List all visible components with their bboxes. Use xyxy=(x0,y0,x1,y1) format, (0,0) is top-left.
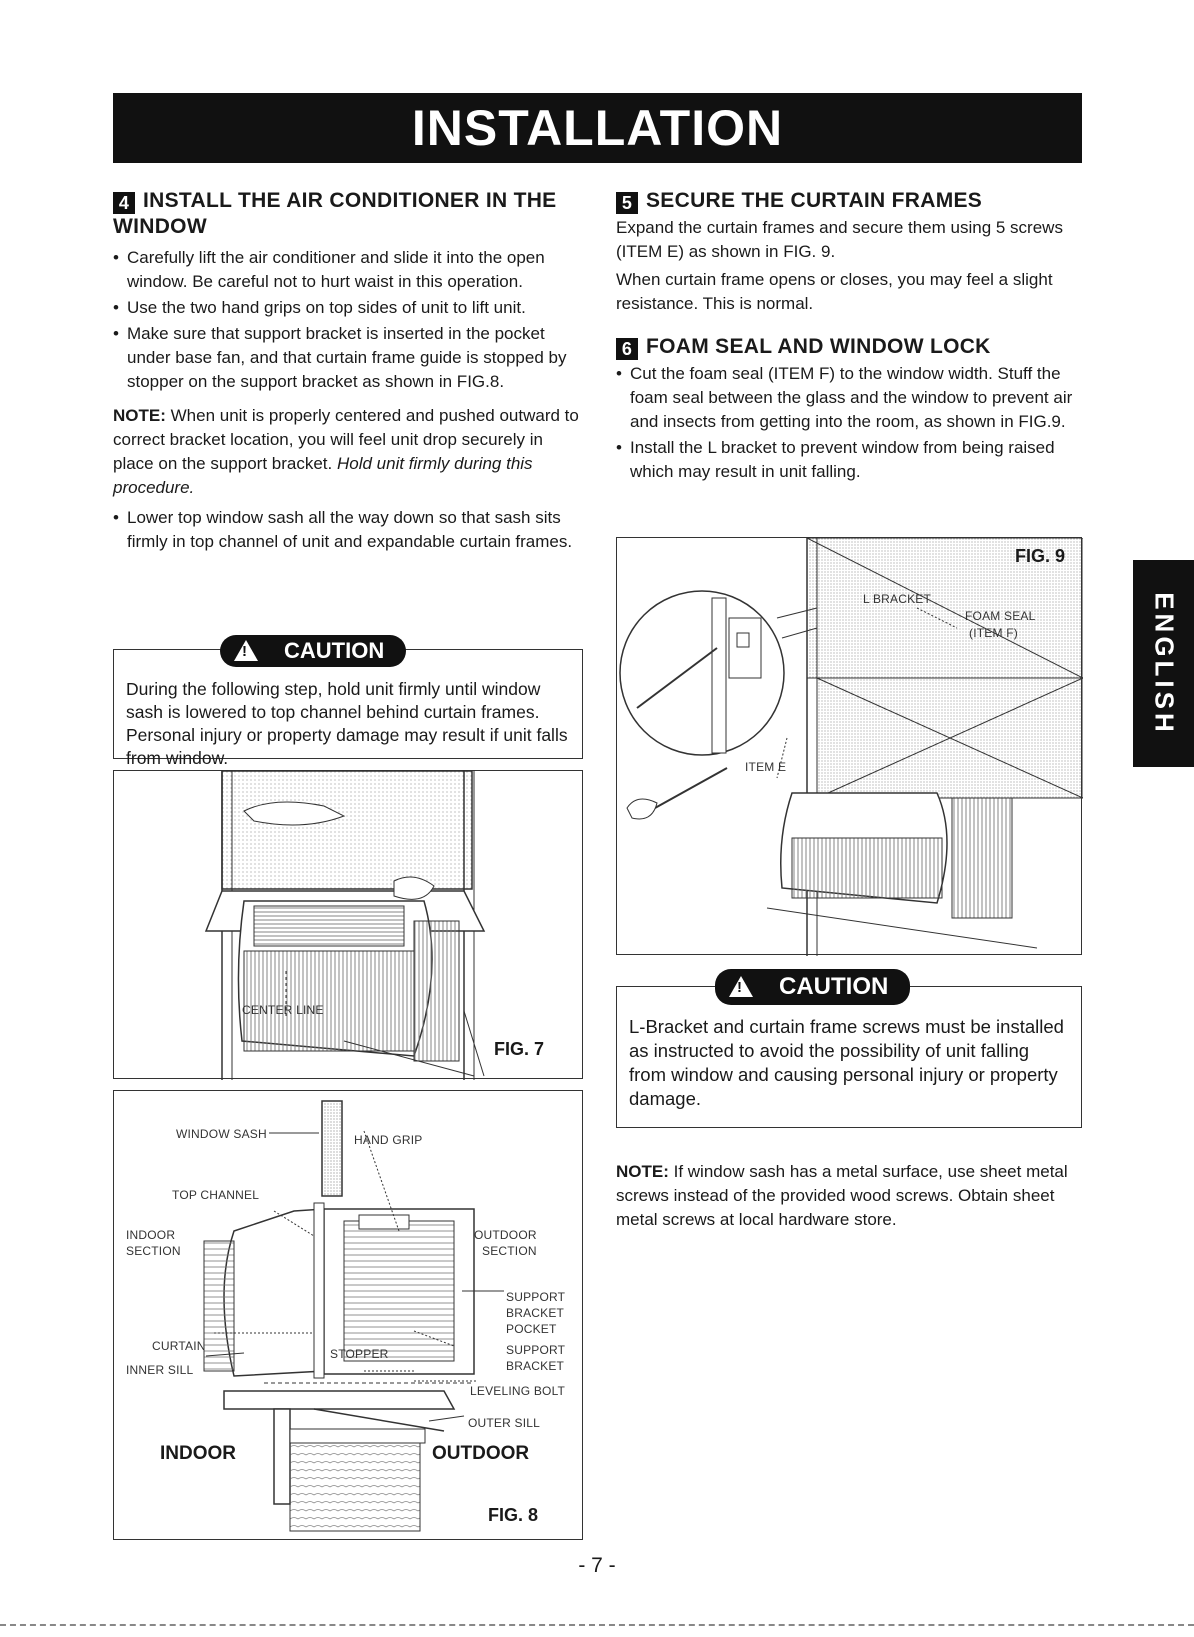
language-tab-label: ENGLISH xyxy=(1149,591,1179,736)
figure-9-illustration xyxy=(619,538,1083,956)
figure-9: FIG. 9 L BRACKET FOAM SEAL (ITEM F) ITEM… xyxy=(616,537,1083,956)
warning-icon xyxy=(234,640,258,661)
section-4-bullet-4: Lower top window sash all the way down s… xyxy=(113,506,583,554)
section-4-bullets: Carefully lift the air conditioner and s… xyxy=(113,246,583,394)
figure-7: CENTER LINE FIG. 7 xyxy=(113,770,583,1080)
right-column: 5 SECURE THE CURTAIN FRAMES Expand the cu… xyxy=(616,188,1088,486)
figure-7-illustration xyxy=(204,771,486,1080)
caution-box-2: CAUTION L-Bracket and curtain frame scre… xyxy=(616,969,1082,1128)
caution-label-2: CAUTION xyxy=(779,973,889,1000)
note-2-text: If window sash has a metal surface, use … xyxy=(616,1162,1068,1229)
curtain-label: CURTAIN xyxy=(152,1339,206,1353)
caution-box-1: CAUTION During the following step, hold … xyxy=(113,635,583,768)
note-2: NOTE: If window sash has a metal surface… xyxy=(616,1160,1076,1232)
page-number: - 7 - xyxy=(578,1554,616,1577)
caution-pill-2: CAUTION xyxy=(715,969,911,1005)
inner-sill-label: INNER SILL xyxy=(126,1363,194,1377)
section-4-bullet-1: Carefully lift the air conditioner and s… xyxy=(113,246,583,294)
section-4-title: INSTALL THE AIR CONDITIONER IN THE WINDO… xyxy=(113,189,557,238)
outer-sill-label: OUTER SILL xyxy=(468,1416,541,1430)
section-5-heading: 5 SECURE THE CURTAIN FRAMES xyxy=(616,188,1088,214)
section-4-bullets-2: Lower top window sash all the way down s… xyxy=(113,506,583,554)
section-6-bullet-1: Cut the foam seal (ITEM F) to the window… xyxy=(616,362,1088,434)
outdoor-label: OUTDOOR xyxy=(432,1443,530,1464)
figure-8-illustration xyxy=(203,1100,504,1532)
support-bracket-label-2: BRACKET xyxy=(506,1359,565,1373)
section-6-bullet-2: Install the L bracket to prevent window … xyxy=(616,436,1088,484)
section-4-bullet-2: Use the two hand grips on top sides of u… xyxy=(113,296,583,320)
leveling-bolt-label: LEVELING BOLT xyxy=(470,1384,566,1398)
section-4-number: 4 xyxy=(113,192,135,214)
caution-label-1: CAUTION xyxy=(284,638,385,663)
section-5-title: SECURE THE CURTAIN FRAMES xyxy=(646,189,983,212)
indoor-section-label-1: INDOOR xyxy=(126,1228,176,1242)
fig-9-label: FIG. 9 xyxy=(1015,546,1066,566)
outdoor-section-label-2: SECTION xyxy=(482,1244,537,1258)
caution-pill-1: CAUTION xyxy=(220,635,407,667)
section-6-number: 6 xyxy=(616,338,638,360)
section-4-bullet-3: Make sure that support bracket is insert… xyxy=(113,322,583,394)
fig-7-label: FIG. 7 xyxy=(494,1039,545,1059)
support-bracket-label-1: SUPPORT xyxy=(506,1343,566,1357)
note-2-label: NOTE: xyxy=(616,1162,669,1181)
fig-8-label: FIG. 8 xyxy=(488,1505,539,1525)
window-sash-label: WINDOW SASH xyxy=(176,1127,267,1141)
figure-8: WINDOW SASH HAND GRIP TOP CHANNEL INDOOR… xyxy=(113,1090,583,1540)
note-text: When unit is properly centered and pushe… xyxy=(113,406,579,473)
item-f-label: (ITEM F) xyxy=(969,626,1018,640)
note-italic: Hold unit firmly during this procedure. xyxy=(113,454,533,497)
hand-grip-label: HAND GRIP xyxy=(354,1133,423,1147)
stopper-label: STOPPER xyxy=(330,1347,389,1361)
caution-text-2: L-Bracket and curtain frame screws must … xyxy=(629,1016,1064,1109)
top-channel-label: TOP CHANNEL xyxy=(172,1188,260,1202)
section-6-bullets: Cut the foam seal (ITEM F) to the window… xyxy=(616,362,1088,484)
language-tab: ENGLISH xyxy=(1133,560,1194,767)
section-6-heading: 6 FOAM SEAL AND WINDOW LOCK xyxy=(616,334,1088,360)
section-5-paragraph-1: Expand the curtain frames and secure the… xyxy=(616,218,1063,261)
foam-seal-label: FOAM SEAL xyxy=(965,609,1036,623)
center-line-label: CENTER LINE xyxy=(242,1003,324,1017)
indoor-section-label-2: SECTION xyxy=(126,1244,181,1258)
bottom-rule xyxy=(0,1624,1194,1626)
outdoor-section-label-1: OUTDOOR xyxy=(474,1228,537,1242)
l-bracket-label: L BRACKET xyxy=(863,592,932,606)
section-5-paragraph-2: When curtain frame opens or closes, you … xyxy=(616,270,1053,313)
page-banner: INSTALLATION xyxy=(113,93,1082,163)
warning-icon xyxy=(729,976,753,997)
support-bracket-pocket-label-1: SUPPORT xyxy=(506,1290,566,1304)
item-e-label: ITEM E xyxy=(745,760,787,774)
support-bracket-pocket-label-2: BRACKET xyxy=(506,1306,565,1320)
section-6-title: FOAM SEAL AND WINDOW LOCK xyxy=(646,335,991,358)
support-bracket-pocket-label-3: POCKET xyxy=(506,1322,557,1336)
section-4-note: NOTE: When unit is properly centered and… xyxy=(113,404,583,500)
section-5-number: 5 xyxy=(616,192,638,214)
caution-text-1: During the following step, hold unit fir… xyxy=(126,679,568,768)
note-label: NOTE: xyxy=(113,406,166,425)
indoor-label: INDOOR xyxy=(160,1443,236,1464)
